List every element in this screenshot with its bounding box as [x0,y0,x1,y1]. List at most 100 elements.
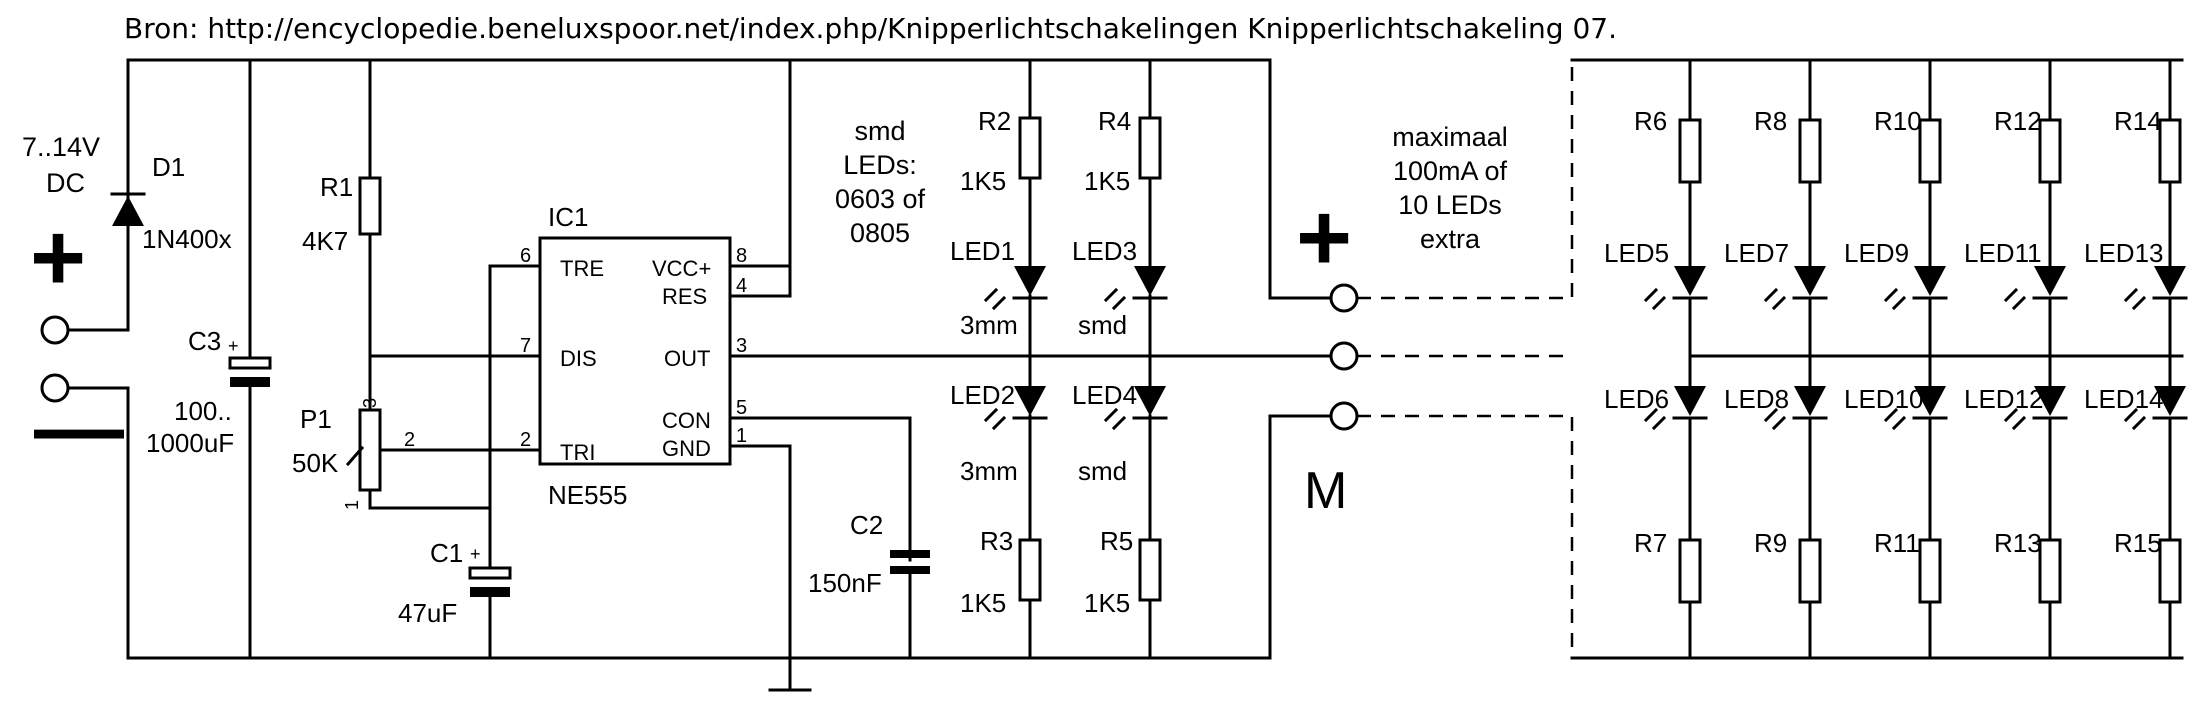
led5 [1674,266,1706,296]
potentiometer-p1-pin1: 1 [342,500,362,510]
led6-ref: LED6 [1604,384,1669,414]
resistor-r11-ref: R11 [1874,528,1920,558]
ic1-pin-5: 5 [736,397,747,419]
diode-d1-value: 1N400x [142,224,232,254]
led14 [2154,386,2186,416]
resistor-r5-value: 1K5 [1084,588,1130,618]
resistor-r5-ref: R5 [1100,526,1133,556]
positive-rail [126,58,1332,300]
supply-input: 7..14V DC + — [22,58,130,660]
led3-size: smd [1078,310,1127,340]
resistor-r14 [2158,118,2182,184]
led8-ref: LED8 [1724,384,1789,414]
ic1-pin-out-label: OUT [664,346,710,371]
led3-ref: LED3 [1072,236,1137,266]
resistor-r2-value: 1K5 [960,166,1006,196]
potentiometer-p1: P1 50K 2 3 1 [292,398,492,510]
resistor-r1-ref: R1 [320,172,353,202]
ic1-pin-1: 1 [736,425,747,447]
resistor-r9-ref: R9 [1754,528,1787,558]
led7-ref: LED7 [1724,238,1789,268]
capacitor-c2-ref: C2 [850,510,883,540]
led1-ref: LED1 [950,236,1015,266]
resistor-r2-ref: R2 [978,106,1011,136]
capacitor-c3-value-line1: 100.. [174,396,232,426]
capacitor-c3-plate-negative [230,377,270,387]
ic1-pin-tre-label: TRE [560,256,604,281]
resistor-r12 [2038,118,2062,184]
ic1-pin-3: 3 [736,335,747,357]
ic1-pin-6: 6 [520,245,531,267]
ic1-part: NE555 [548,480,628,510]
connector-minus-terminal [1329,401,1359,431]
led13-ref: LED13 [2084,238,2164,268]
resistor-r4-ref: R4 [1098,106,1131,136]
note-smd-leds: smd LEDs: 0603 of 0805 [835,116,926,248]
right-led-bank: R6LED5LED6R7R8LED7LED8R9R10LED9LED10R11R… [1570,58,2188,660]
capacitor-c3-value-line2: 1000uF [146,428,234,458]
ic1-ref: IC1 [548,202,588,232]
resistor-r11 [1918,538,1942,604]
led11-ref: LED11 [1964,238,2042,268]
resistor-r8-ref: R8 [1754,106,1787,136]
capacitor-c1: C1 + 47uF [398,506,512,660]
connector-plus-terminal [1329,283,1359,313]
capacitor-c1-ref: C1 [430,538,463,568]
capacitor-c3-polarity: + [228,336,239,356]
led13 [2154,266,2186,296]
svg-text:0603 of: 0603 of [835,184,926,214]
led9 [1914,266,1946,296]
ic1-pin-2: 2 [520,429,531,451]
capacitor-c1-plate-negative [470,587,510,597]
capacitor-c2-value: 150nF [808,568,882,598]
resistor-r15 [2158,538,2182,604]
ic1-pin-8: 8 [736,245,747,267]
led4 [1103,386,1168,431]
led4-ref: LED4 [1072,380,1137,410]
potentiometer-p1-body [358,408,382,492]
resistor-r15-ref: R15 [2114,528,2162,558]
ic1-pin-con-label: CON [662,408,711,433]
capacitor-c1-polarity: + [470,544,481,564]
svg-text:maximaal: maximaal [1392,122,1508,152]
resistor-r14-ref: R14 [2114,106,2162,136]
svg-text:100mA of: 100mA of [1393,156,1508,186]
connector-plus-sign: + [1296,184,1352,291]
capacitor-c2-plate-top [890,550,930,558]
ic1-pin-gnd-label: GND [662,436,711,461]
resistor-r5 [1138,538,1162,602]
potentiometer-p1-pin2: 2 [404,429,415,451]
ic1-ne555: IC1 NE555 TRE DIS TRI 6 7 2 VCC+ RES OUT… [368,58,1332,660]
diode-d1-symbol [112,196,144,226]
resistor-r1-value: 4K7 [302,226,348,256]
led8 [1794,386,1826,416]
potentiometer-p1-ref: P1 [300,404,332,434]
led1 [983,266,1048,311]
led5-ref: LED5 [1604,238,1669,268]
led14-ref: LED14 [2084,384,2164,414]
svg-text:0805: 0805 [850,218,910,248]
ic1-pin-dis-label: DIS [560,346,597,371]
resistor-r3-value: 1K5 [960,588,1006,618]
resistor-r2 [1018,116,1042,180]
led7 [1794,266,1826,296]
resistor-r3 [1018,538,1042,602]
resistor-r6-ref: R6 [1634,106,1667,136]
capacitor-c3: C3 + 100.. 1000uF [146,58,272,660]
resistor-r7 [1678,538,1702,604]
ic1-pin-7: 7 [520,335,531,357]
svg-text:smd: smd [854,116,905,146]
potentiometer-p1-value: 50K [292,448,339,478]
resistor-r4-value: 1K5 [1084,166,1130,196]
capacitor-c2: C2 150nF [808,510,930,660]
capacitor-c3-plate-positive [228,356,272,370]
led11 [2034,266,2066,296]
resistor-r4 [1138,116,1162,180]
led2 [983,386,1048,431]
supply-plus-terminal [40,315,70,345]
led1-size: 3mm [960,310,1018,340]
supply-type-label: DC [46,168,85,198]
resistor-r13-ref: R13 [1994,528,2042,558]
resistor-r7-ref: R7 [1634,528,1667,558]
